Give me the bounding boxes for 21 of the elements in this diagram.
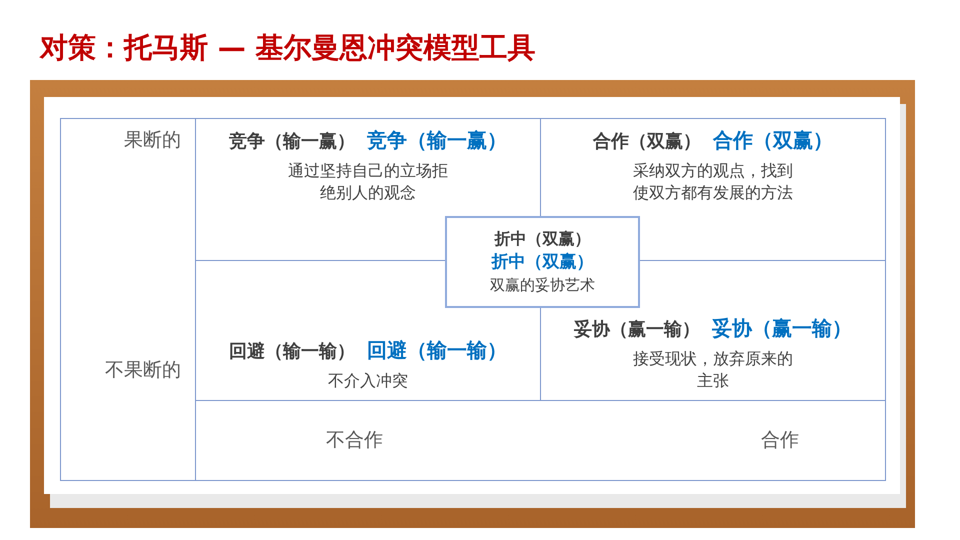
strategy-description: 采纳双方的观点，找到使双方都有发展的方法 bbox=[632, 160, 794, 204]
strategy-description: 不介入冲突 bbox=[328, 370, 408, 392]
strategy-description: 双赢的妥协艺术 bbox=[490, 275, 595, 296]
strategy-label: 折中（双赢） bbox=[492, 251, 594, 274]
strategy-label: 合作（双赢） bbox=[713, 127, 833, 153]
strategy-heading: 妥协（赢一输） bbox=[574, 318, 700, 342]
strategy-label: 竞争（输一赢） bbox=[367, 127, 507, 153]
axis-label: 合作 bbox=[761, 428, 799, 453]
strategy-description: 接受现状，放弃原来的主张 bbox=[632, 348, 794, 392]
strategy-heading: 回避（输一输） bbox=[229, 340, 355, 364]
strategy-heading: 竞争（输一赢） bbox=[229, 130, 355, 154]
slide-title: 对策：托马斯 — 基尔曼恩冲突模型工具 bbox=[40, 30, 536, 66]
strategy-label: 妥协（赢一输） bbox=[712, 315, 852, 341]
strategy-panel bbox=[445, 216, 640, 308]
strategy-heading: 折中（双赢） bbox=[494, 228, 590, 250]
strategy-description: 通过坚持自己的立场拒绝别人的观念 bbox=[287, 160, 449, 204]
axis-label: 果断的 bbox=[124, 128, 181, 153]
axis-label: 不合作 bbox=[326, 428, 383, 453]
axis-label: 不果断的 bbox=[105, 358, 181, 383]
strategy-label: 回避（输一输） bbox=[367, 337, 507, 363]
strategy-heading: 合作（双赢） bbox=[593, 130, 701, 154]
